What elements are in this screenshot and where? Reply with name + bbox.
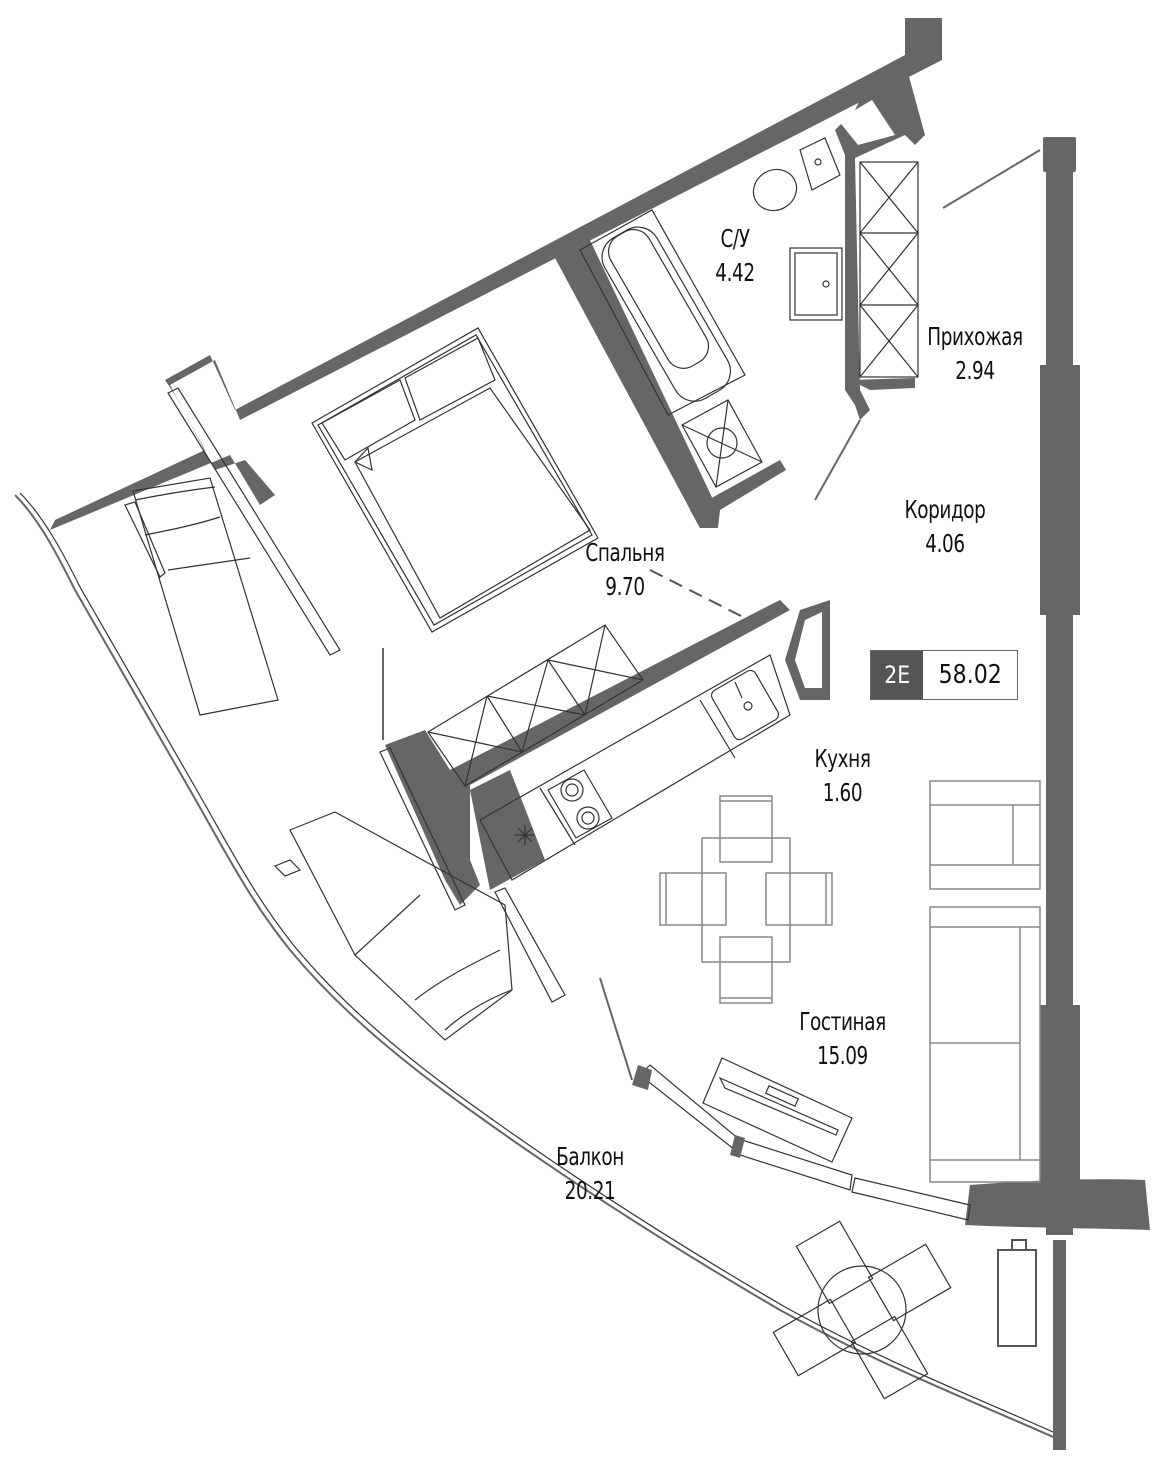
room-label-corridor: Коридор 4.06 bbox=[892, 493, 999, 561]
room-label-hallway: Прихожая 2.94 bbox=[918, 320, 1033, 388]
room-area: 4.06 bbox=[925, 529, 965, 558]
double-bed-icon bbox=[311, 327, 599, 633]
room-area: 1.60 bbox=[822, 778, 863, 807]
room-area: 4.42 bbox=[715, 258, 755, 287]
total-area: 58.02 bbox=[923, 651, 1017, 699]
wardrobe-icon bbox=[859, 161, 919, 378]
room-name: Коридор bbox=[904, 495, 986, 524]
windows bbox=[167, 387, 971, 1221]
sun-lounger-icon bbox=[124, 477, 279, 716]
apartment-badge: 2E 58.02 bbox=[870, 650, 1018, 700]
walls bbox=[50, 18, 1150, 1450]
room-name: Спальня bbox=[585, 538, 665, 567]
room-area: 15.09 bbox=[817, 1041, 868, 1070]
sink-icon bbox=[789, 247, 843, 321]
bathtub-icon bbox=[579, 209, 746, 416]
cooktop-icon bbox=[547, 769, 613, 839]
sofa-icon bbox=[929, 906, 1041, 1183]
washing-machine-icon bbox=[681, 399, 763, 488]
room-area: 9.70 bbox=[605, 572, 645, 601]
round-table-icon bbox=[772, 1220, 952, 1400]
room-name: Кухня bbox=[814, 744, 871, 773]
room-label-balcony: Балкон 20.21 bbox=[541, 1140, 639, 1208]
sun-lounger-icon bbox=[273, 811, 513, 1041]
room-label-bedroom: Спальня 9.70 bbox=[572, 536, 679, 604]
door-swings bbox=[382, 149, 1041, 1081]
balcony-railing bbox=[14, 492, 1063, 1441]
armchair-icon bbox=[929, 780, 1041, 890]
kitchen-sink-icon bbox=[710, 669, 780, 741]
room-area: 20.21 bbox=[564, 1176, 616, 1205]
toilet-icon bbox=[752, 137, 841, 212]
extractor-icon bbox=[515, 825, 535, 845]
ac-unit-icon bbox=[997, 1239, 1037, 1347]
room-area: 2.94 bbox=[955, 356, 995, 385]
room-label-kitchen: Кухня 1.60 bbox=[795, 742, 889, 810]
kitchen-cabinets-icon bbox=[427, 624, 644, 787]
room-name: Гостиная bbox=[799, 1007, 886, 1036]
room-label-living: Гостиная 15.09 bbox=[783, 1005, 902, 1073]
room-label-bathroom: С/У 4.42 bbox=[698, 222, 772, 290]
room-name: Прихожая bbox=[927, 322, 1023, 351]
tv-stand-icon bbox=[702, 1057, 853, 1163]
apartment-code: 2E bbox=[871, 651, 923, 699]
room-name: Балкон bbox=[556, 1142, 624, 1171]
kitchen-counter bbox=[479, 654, 791, 881]
room-name: С/У bbox=[720, 224, 750, 253]
dining-table-icon bbox=[659, 795, 833, 1004]
